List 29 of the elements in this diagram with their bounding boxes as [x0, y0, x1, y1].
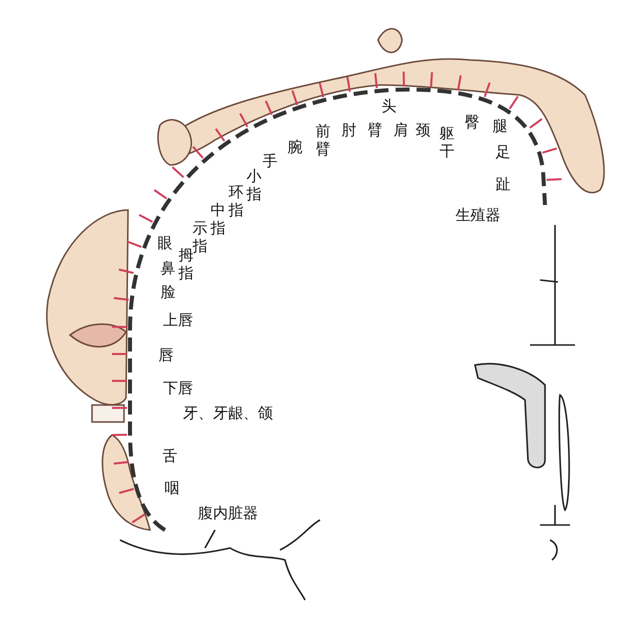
body-part-label: 环指: [228, 183, 244, 219]
body-part-label: 小指: [246, 167, 262, 203]
body-part-label: 舌: [162, 447, 178, 465]
body-part-label: 上唇: [163, 311, 193, 329]
body-part-label: 唇: [158, 346, 174, 364]
body-part-label: 牙、牙龈、颌: [183, 404, 273, 422]
body-part-label: 腿: [492, 117, 508, 135]
body-part-label: 足: [496, 143, 510, 161]
body-part-label: 拇指: [178, 246, 194, 282]
body-part-label: 中指: [210, 201, 226, 237]
body-part-label: 咽: [164, 479, 180, 497]
body-part-label: 臂: [368, 121, 382, 139]
body-part-label: 眼: [158, 234, 172, 252]
body-part-label: 手: [262, 152, 278, 170]
body-part-label: 头: [382, 97, 396, 115]
body-part-label: 前臂: [315, 122, 331, 158]
body-part-label: 腕: [288, 138, 302, 156]
body-part-label: 腹内脏器: [198, 504, 258, 522]
body-part-label: 生殖器: [456, 206, 500, 224]
body-part-label: 颈: [416, 121, 430, 139]
body-part-label: 鼻: [160, 259, 176, 277]
body-part-label: 趾: [496, 175, 510, 193]
body-part-label: 臀: [464, 113, 480, 131]
body-part-label: 肘: [342, 121, 356, 139]
body-part-label: 示指: [192, 219, 208, 255]
body-part-label: 下唇: [163, 379, 193, 397]
body-part-label: 脸: [160, 283, 176, 301]
body-part-label: 躯干: [439, 124, 455, 160]
body-part-label: 肩: [394, 121, 408, 139]
